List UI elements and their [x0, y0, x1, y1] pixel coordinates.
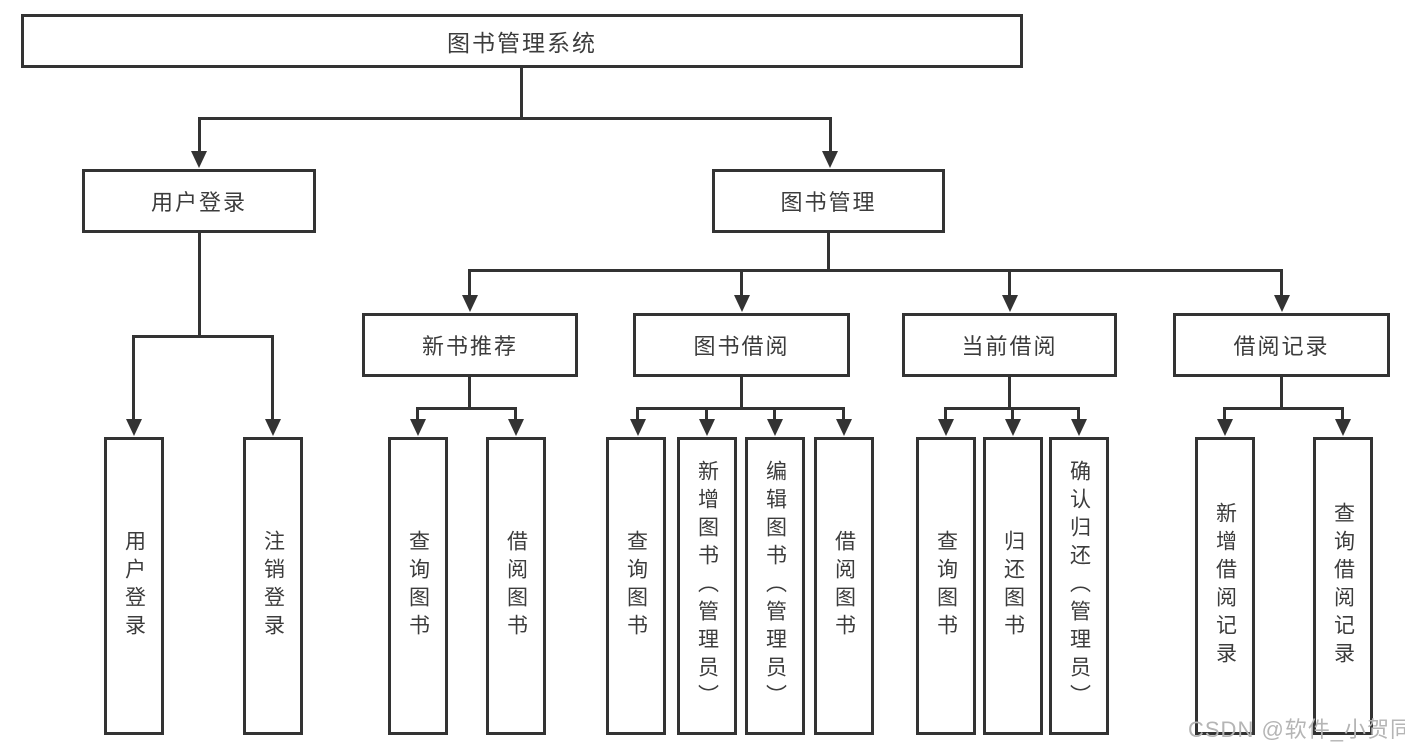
node-label: 查询图书: [934, 530, 958, 642]
node-label: 查询借阅记录: [1331, 502, 1355, 670]
node-label: 借阅图书: [504, 530, 528, 642]
leaf-borrow-books-recommend: 借阅图书: [486, 437, 546, 735]
node-label: 查询图书: [406, 530, 430, 642]
arrow-down-icon: [767, 419, 783, 436]
connector-line: [271, 335, 274, 423]
arrow-down-icon: [265, 419, 281, 436]
arrow-down-icon: [410, 419, 426, 436]
connector-line: [198, 232, 201, 337]
arrow-down-icon: [836, 419, 852, 436]
connector-line: [468, 269, 1282, 272]
arrow-down-icon: [1005, 419, 1021, 436]
leaf-user-login: 用户登录: [104, 437, 164, 735]
arrow-down-icon: [1071, 419, 1087, 436]
node-book-borrowing: 图书借阅: [633, 313, 850, 377]
connector-line: [740, 269, 743, 299]
node-user-login: 用户登录: [82, 169, 316, 233]
leaf-logout: 注销登录: [243, 437, 303, 735]
node-label: 新书推荐: [421, 334, 518, 359]
arrow-down-icon: [191, 151, 207, 168]
connector-line: [198, 117, 831, 120]
connector-line: [520, 67, 523, 119]
connector-line: [468, 376, 471, 409]
connector-line: [827, 232, 830, 271]
connector-line: [1341, 407, 1344, 423]
csdn-watermark: CSDN @软件_小贺同学: [1188, 717, 1405, 742]
connector-line: [740, 376, 743, 409]
connector-line: [1280, 376, 1283, 409]
connector-line: [1280, 269, 1283, 299]
node-label: 查询图书: [624, 530, 648, 642]
connector-line: [636, 407, 639, 423]
connector-line: [636, 407, 845, 410]
leaf-query-books-current: 查询图书: [916, 437, 976, 735]
connector-line: [705, 407, 708, 423]
node-label: 确认归还（管理员）: [1067, 460, 1091, 712]
connector-line: [468, 269, 471, 299]
arrow-down-icon: [822, 151, 838, 168]
node-current-borrowing: 当前借阅: [902, 313, 1117, 377]
arrow-down-icon: [734, 295, 750, 312]
connector-line: [1077, 407, 1080, 423]
connector-line: [1008, 376, 1011, 409]
leaf-add-books-admin: 新增图书（管理员）: [677, 437, 737, 735]
arrow-down-icon: [508, 419, 524, 436]
leaf-edit-books-admin: 编辑图书（管理员）: [745, 437, 805, 735]
node-label: 当前借阅: [961, 334, 1058, 359]
node-label: 借阅记录: [1233, 334, 1330, 359]
connector-line: [842, 407, 845, 423]
leaf-query-books-borrowing: 查询图书: [606, 437, 666, 735]
node-label: 借阅图书: [832, 530, 856, 642]
leaf-query-books-recommend: 查询图书: [388, 437, 448, 735]
leaf-add-borrow-record: 新增借阅记录: [1195, 437, 1255, 735]
node-label: 注销登录: [261, 530, 285, 642]
node-label: 图书借阅: [693, 334, 790, 359]
connector-line: [416, 407, 517, 410]
leaf-confirm-return-admin: 确认归还（管理员）: [1049, 437, 1109, 735]
arrow-down-icon: [630, 419, 646, 436]
node-label: 新增图书（管理员）: [695, 460, 719, 712]
connector-line: [1011, 407, 1014, 423]
connector-line: [416, 407, 419, 423]
connector-line: [1223, 407, 1226, 423]
arrow-down-icon: [1335, 419, 1351, 436]
leaf-borrow-books-borrowing: 借阅图书: [814, 437, 874, 735]
connector-line: [944, 407, 947, 423]
arrow-down-icon: [462, 295, 478, 312]
node-label: 图书管理: [780, 190, 877, 215]
arrow-down-icon: [126, 419, 142, 436]
arrow-down-icon: [938, 419, 954, 436]
connector-line: [132, 335, 274, 338]
node-label: 新增借阅记录: [1213, 502, 1237, 670]
arrow-down-icon: [1002, 295, 1018, 312]
node-borrowing-records: 借阅记录: [1173, 313, 1390, 377]
connector-line: [1008, 269, 1011, 299]
connector-line: [773, 407, 776, 423]
arrow-down-icon: [1217, 419, 1233, 436]
node-label: 编辑图书（管理员）: [763, 460, 787, 712]
node-label: 归还图书: [1001, 530, 1025, 642]
connector-line: [514, 407, 517, 423]
leaf-query-borrow-record: 查询借阅记录: [1313, 437, 1373, 735]
arrow-down-icon: [699, 419, 715, 436]
node-label: 用户登录: [150, 190, 247, 215]
connector-line: [132, 335, 135, 423]
node-new-book-recommendation: 新书推荐: [362, 313, 578, 377]
connector-line: [198, 117, 201, 155]
arrow-down-icon: [1274, 295, 1290, 312]
node-label: 用户登录: [122, 530, 146, 642]
leaf-return-books: 归还图书: [983, 437, 1043, 735]
connector-line: [829, 117, 832, 155]
connector-line: [1223, 407, 1344, 410]
node-book-management: 图书管理: [712, 169, 945, 233]
node-book-management-system: 图书管理系统: [21, 14, 1023, 68]
node-label: 图书管理系统: [447, 30, 597, 56]
